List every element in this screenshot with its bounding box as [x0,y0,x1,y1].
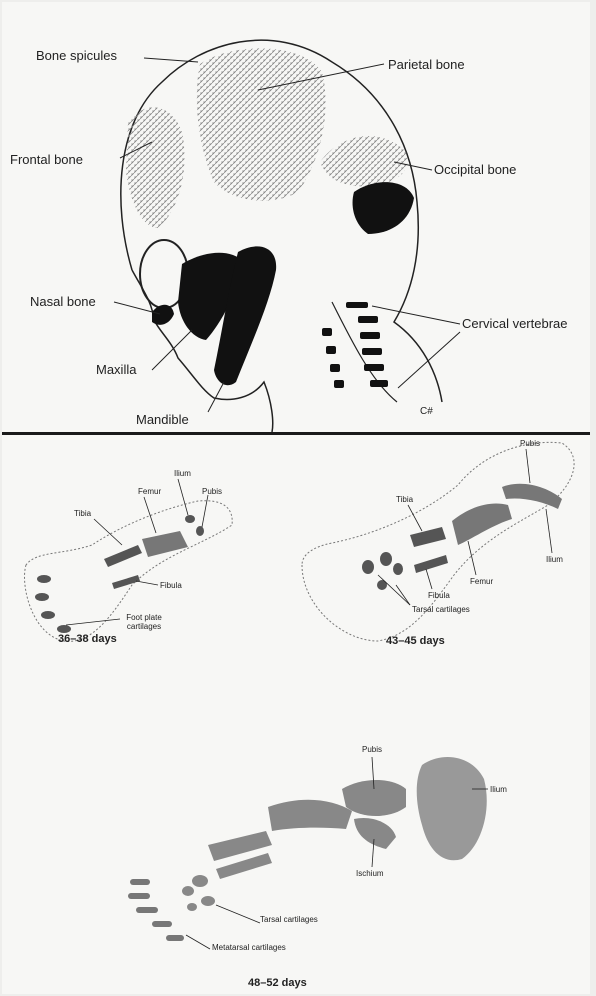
s3-caption: 48–52 days [248,977,307,989]
s3-label-metatarsal: Metatarsal cartilages [212,943,286,952]
nasal-bone-shape [152,305,174,325]
s2-label-femur: Femur [470,577,493,586]
s2-label-tarsal: Tarsal cartilages [412,605,470,614]
s3-label-ilium: Ilium [490,785,507,794]
stage3-limb [128,757,487,941]
s1-label-fibula: Fibula [160,581,182,590]
s2-label-fibula: Fibula [428,591,450,600]
s1-label-ilium: Ilium [174,469,191,478]
skull-panel: Bone spicules Parietal bone Frontal bone… [2,2,590,435]
label-nasal-bone: Nasal bone [30,294,96,309]
limb-panel: Ilium Femur Pubis Tibia Fibula Foot plat… [2,435,590,994]
s1-label-femur: Femur [138,487,161,496]
s1-label-foot-plate: Foot plate cartilages [122,613,166,631]
frontal-ossification [126,107,185,228]
ischium-shape [354,818,396,849]
s2-caption: 43–45 days [386,635,445,647]
limb-drawing [2,435,590,994]
occipital-ossification [320,136,407,186]
label-parietal-bone: Parietal bone [388,57,465,72]
ilium-shape [417,757,487,860]
label-mandible: Mandible [136,412,189,427]
s2-label-pubis: Pubis [520,439,540,448]
s1-caption: 36–38 days [58,633,117,645]
femur-shape [268,800,352,831]
label-occipital-bone: Occipital bone [434,162,516,177]
s2-label-ilium: Ilium [546,555,563,564]
skull-drawing [2,2,590,432]
s3-label-pubis: Pubis [362,745,382,754]
parietal-ossification [197,48,326,200]
s1-label-pubis: Pubis [202,487,222,496]
label-bone-spicules: Bone spicules [36,48,117,63]
label-maxilla: Maxilla [96,362,136,377]
s3-label-tarsal: Tarsal cartilages [260,915,318,924]
occipital-dark [353,182,414,234]
label-frontal-bone: Frontal bone [10,152,83,167]
s1-label-tibia: Tibia [74,509,91,518]
s3-label-ischium: Ischium [356,869,384,878]
label-cervical-vertebrae: Cervical vertebrae [462,316,568,331]
s2-label-tibia: Tibia [396,495,413,504]
label-corner-mark: C# [420,406,433,417]
